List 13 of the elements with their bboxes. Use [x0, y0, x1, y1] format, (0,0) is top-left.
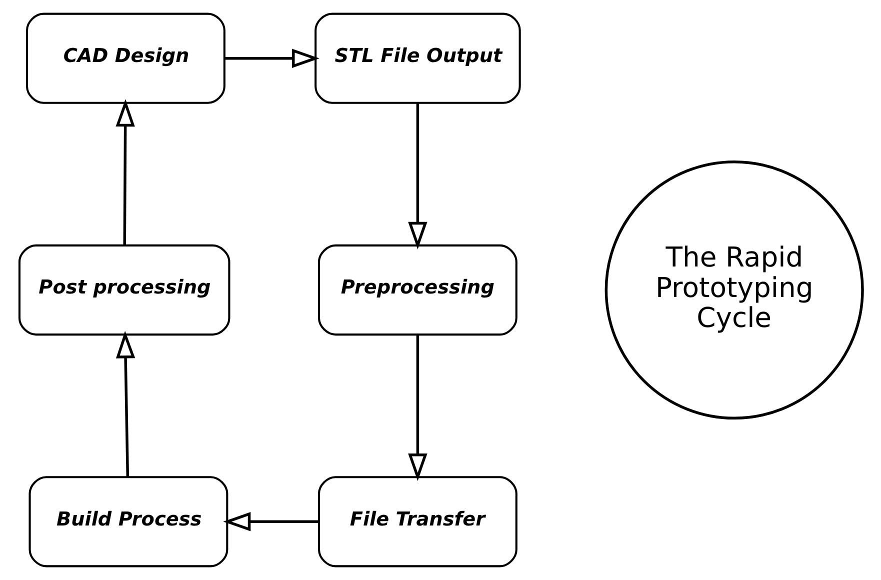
arrow — [222, 512, 318, 532]
arrow — [408, 103, 427, 250]
arrow — [115, 330, 135, 477]
node-box: File Transfer — [317, 476, 517, 568]
arrow — [408, 334, 427, 481]
node-box: CAD Design — [26, 12, 225, 104]
arrow — [115, 99, 134, 246]
node-box: Preprocessing — [317, 244, 517, 336]
node-box: STL File Output — [314, 12, 520, 104]
node-box: Post processing — [18, 244, 230, 336]
node-circle: The Rapid Prototyping Cycle — [604, 160, 864, 420]
arrow — [224, 48, 319, 68]
node-box: Build Process — [28, 476, 228, 568]
